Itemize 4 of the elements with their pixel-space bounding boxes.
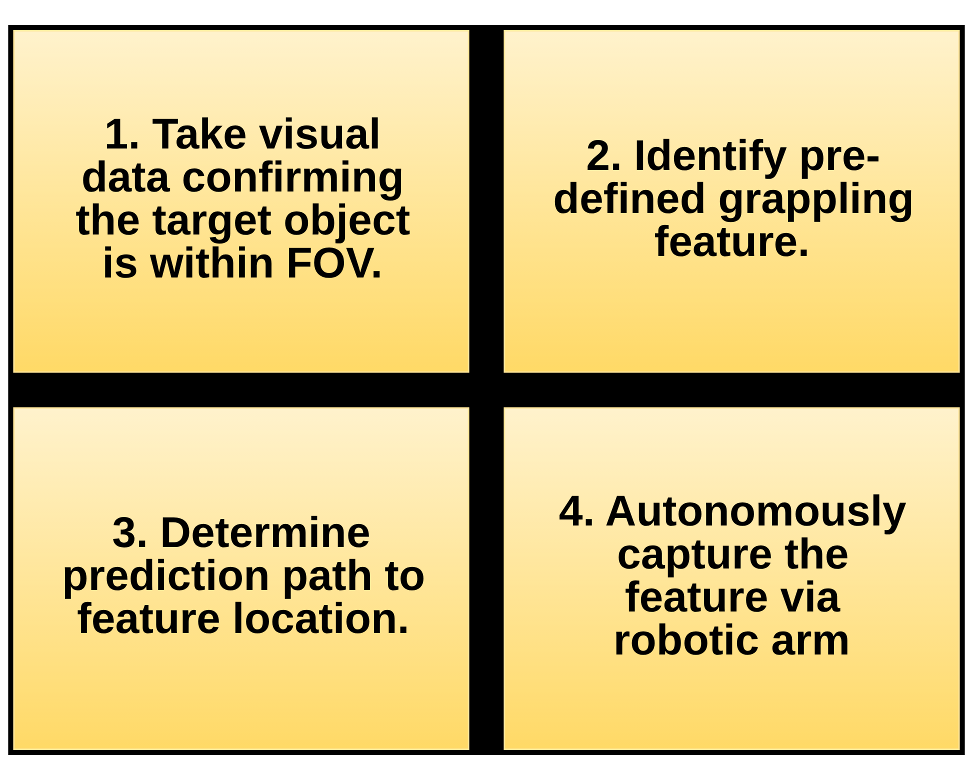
node-box: 3. Determine prediction path to feature location.	[13, 407, 470, 750]
node-box: 2. Identify pre-defined grappling feature.	[504, 30, 960, 373]
node-box: 1. Take visual data confirming the target object is within FOV.	[13, 30, 470, 373]
node-box: 4. Autonomously capture the feature via robotic arm	[504, 407, 960, 750]
